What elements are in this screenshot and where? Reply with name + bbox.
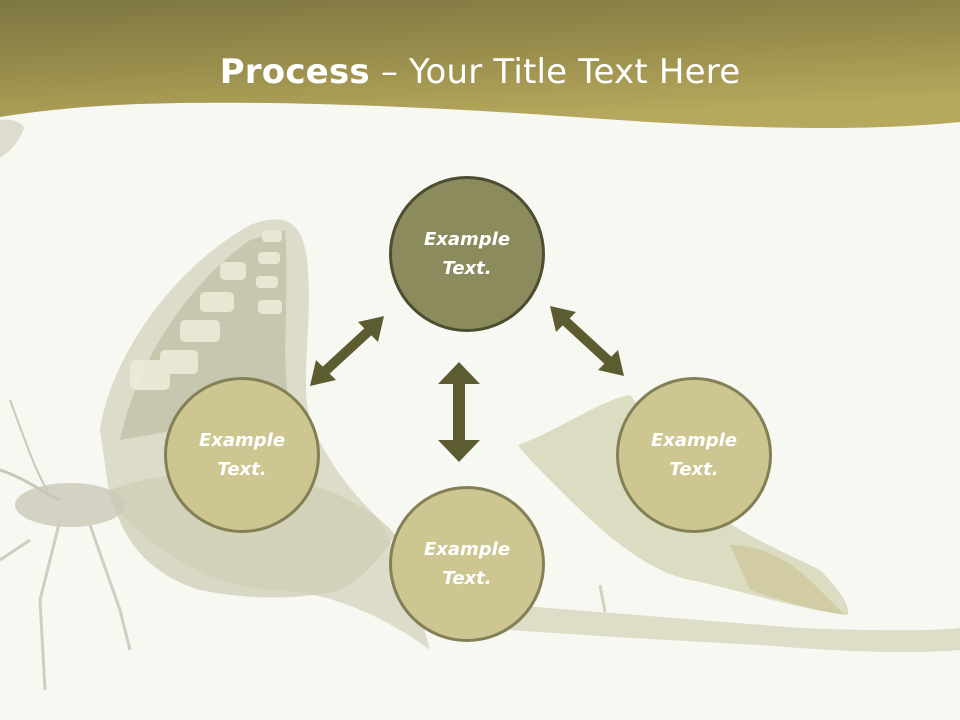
process-node-left[interactable]: Example Text. [164, 377, 320, 533]
node-left-line1: Example [198, 430, 286, 451]
node-right-line1: Example [650, 430, 738, 451]
process-node-bottom[interactable]: Example Text. [389, 486, 545, 642]
node-left-line2: Text. [217, 459, 267, 480]
node-right-line2: Text. [669, 459, 719, 480]
node-bottom-line1: Example [423, 539, 511, 560]
node-top-line1: Example [423, 229, 511, 250]
header-band [0, 0, 960, 129]
node-bottom-line2: Text. [442, 568, 492, 589]
process-node-top[interactable]: Example Text. [389, 176, 545, 332]
process-node-right[interactable]: Example Text. [616, 377, 772, 533]
slide-title: Process – Your Title Text Here [0, 52, 960, 92]
title-bold-text: Process [219, 52, 370, 92]
node-top-line2: Text. [442, 258, 492, 279]
title-rest-text: – Your Title Text Here [369, 52, 741, 92]
